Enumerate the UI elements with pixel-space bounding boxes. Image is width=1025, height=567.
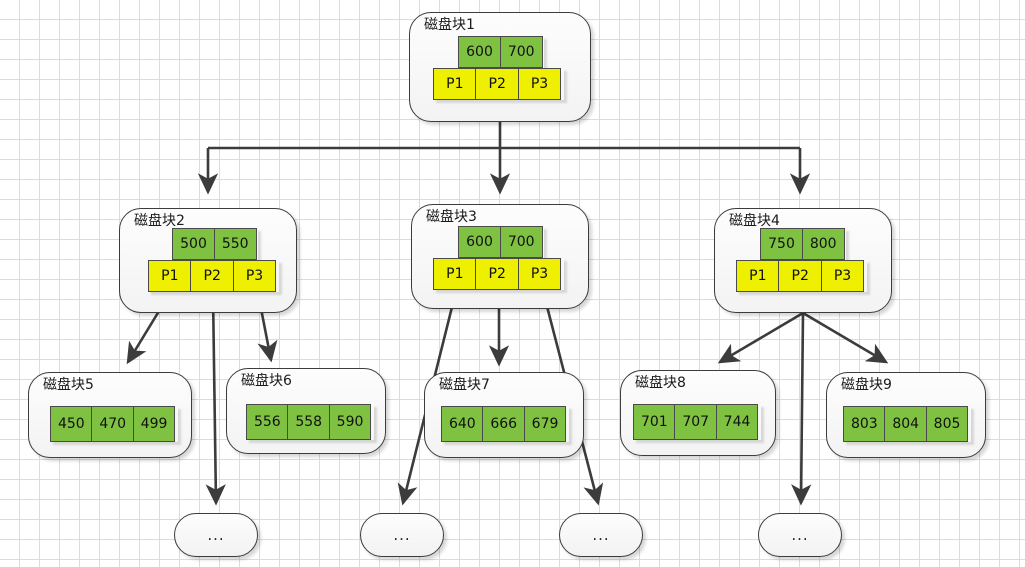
key-cell[interactable]: 750 xyxy=(760,228,803,260)
key-cell[interactable]: 701 xyxy=(633,404,676,440)
pointer-cell[interactable]: P2 xyxy=(190,260,235,292)
ellipsis-node[interactable]: ... xyxy=(559,513,643,557)
key-cell[interactable]: 666 xyxy=(482,406,526,442)
edge-n4-p2-to-ellipsis xyxy=(791,312,812,506)
pointer-cell[interactable]: P3 xyxy=(517,68,562,100)
key-cell[interactable]: 590 xyxy=(328,404,372,440)
key-cell[interactable]: 558 xyxy=(287,404,331,440)
key-cell[interactable]: 803 xyxy=(843,406,886,442)
node-label: 磁盘块9 xyxy=(841,377,892,393)
pointer-cell[interactable]: P2 xyxy=(475,258,520,290)
key-cell[interactable]: 450 xyxy=(50,406,93,442)
pointer-cell[interactable]: P2 xyxy=(475,68,520,100)
node-label: 磁盘块3 xyxy=(426,209,477,225)
key-cell[interactable]: 800 xyxy=(801,228,845,260)
node-label: 磁盘块8 xyxy=(635,375,686,391)
key-cell[interactable]: 556 xyxy=(246,404,289,440)
pointer-cell[interactable]: P1 xyxy=(433,68,477,100)
pointer-cell[interactable]: P1 xyxy=(736,260,780,292)
ellipsis-node[interactable]: ... xyxy=(360,513,444,557)
key-cell[interactable]: 707 xyxy=(674,404,718,440)
key-cell[interactable]: 744 xyxy=(715,404,759,440)
key-cell[interactable]: 500 xyxy=(172,228,215,260)
pointer-cell[interactable]: P1 xyxy=(148,260,192,292)
node-label: 磁盘块1 xyxy=(424,17,475,33)
pointer-cell[interactable]: P3 xyxy=(232,260,277,292)
key-cell[interactable]: 679 xyxy=(523,406,567,442)
pointer-cell[interactable]: P3 xyxy=(517,258,562,290)
edge-n4-p1-to-n8 xyxy=(717,311,804,364)
key-cell[interactable]: 600 xyxy=(458,36,501,68)
key-cell[interactable]: 499 xyxy=(132,406,176,442)
pointer-cell[interactable]: P1 xyxy=(433,258,477,290)
node-label: 磁盘块7 xyxy=(439,377,490,393)
node-label: 磁盘块4 xyxy=(729,213,780,229)
key-cell[interactable]: 470 xyxy=(91,406,135,442)
key-cell[interactable]: 700 xyxy=(499,36,543,68)
edge-n4-p3-to-n9 xyxy=(802,311,889,364)
node-label: 磁盘块6 xyxy=(241,373,292,389)
key-cell[interactable]: 700 xyxy=(499,226,543,258)
edge-n2-p2-to-ellipsis xyxy=(205,292,226,506)
key-cell[interactable]: 805 xyxy=(925,406,969,442)
key-cell[interactable]: 804 xyxy=(884,406,928,442)
key-cell[interactable]: 640 xyxy=(441,406,484,442)
pointer-cell[interactable]: P3 xyxy=(820,260,865,292)
node-label: 磁盘块5 xyxy=(43,377,94,393)
key-cell[interactable]: 550 xyxy=(213,228,257,260)
ellipsis-node[interactable]: ... xyxy=(174,513,258,557)
key-cell[interactable]: 600 xyxy=(458,226,501,258)
pointer-cell[interactable]: P2 xyxy=(778,260,823,292)
node-label: 磁盘块2 xyxy=(134,213,185,229)
ellipsis-node[interactable]: ... xyxy=(758,513,842,557)
